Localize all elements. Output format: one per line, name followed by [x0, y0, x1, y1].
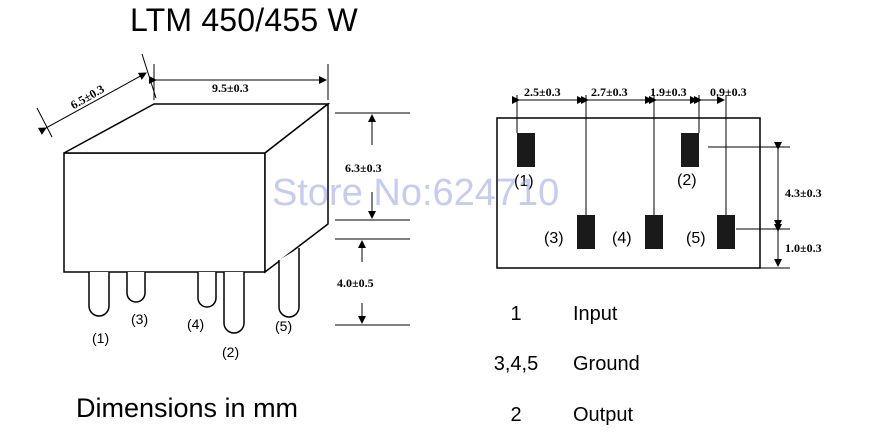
pad-label-2: (2) [677, 172, 697, 189]
component-body [63, 102, 331, 274]
pin-label-5: (5) [275, 318, 293, 334]
pad-label-3: (3) [544, 230, 564, 247]
page-title: LTM 450/455 W [130, 2, 358, 38]
pin-label-1: (1) [92, 330, 110, 346]
dim-top-label-3: 1.9±0.3 [650, 85, 687, 99]
dim-top-lines [512, 95, 727, 215]
dim-height-lines [335, 112, 410, 221]
pin-label-4: (4) [187, 316, 205, 332]
pin-5 [278, 248, 300, 318]
pad-3 [577, 215, 595, 249]
dim-width-lines [149, 64, 329, 100]
pin-3 [126, 272, 146, 303]
pin-label-3: (3) [131, 311, 149, 327]
legend-number: 1 [510, 303, 522, 325]
pad-2 [681, 133, 699, 167]
units-note: Dimensions in mm [76, 393, 299, 423]
dim-top-label-1: 2.5±0.3 [524, 85, 561, 99]
legend-function: Output [573, 404, 634, 426]
footprint-pads [517, 133, 735, 249]
legend-number: 2 [510, 404, 522, 426]
dim-top-label-2: 2.7±0.3 [591, 85, 628, 99]
store-watermark: Store No:624710 [272, 172, 560, 214]
pad-5 [717, 215, 735, 249]
pad-label-1: (1) [514, 173, 534, 190]
dim-pinlength-lines [335, 238, 410, 326]
dim-width-label: 9.5±0.3 [212, 81, 249, 95]
pin-4 [197, 272, 217, 308]
dim-right-label-1: 4.3±0.3 [785, 186, 822, 200]
legend-number: 3,4,5 [493, 353, 539, 375]
legend-function: Ground [573, 353, 640, 375]
dim-pin-length-label: 4.0±0.5 [337, 276, 374, 290]
footprint-outline [496, 117, 761, 269]
dim-height-label: 6.3±0.3 [345, 161, 382, 175]
pad-4 [645, 215, 663, 249]
pad-1 [517, 133, 535, 167]
dim-top-label-4: 0.9±0.3 [710, 85, 747, 99]
pad-label-4: (4) [612, 230, 632, 247]
legend-function: Input [573, 303, 618, 325]
pad-label-5: (5) [686, 230, 706, 247]
pin-label-2: (2) [222, 344, 240, 360]
component-pins [88, 248, 300, 334]
dim-right-lines [708, 142, 790, 269]
dim-right-label-2: 1.0±0.3 [785, 241, 822, 255]
pin-2 [223, 272, 245, 334]
pin-1 [88, 272, 110, 317]
